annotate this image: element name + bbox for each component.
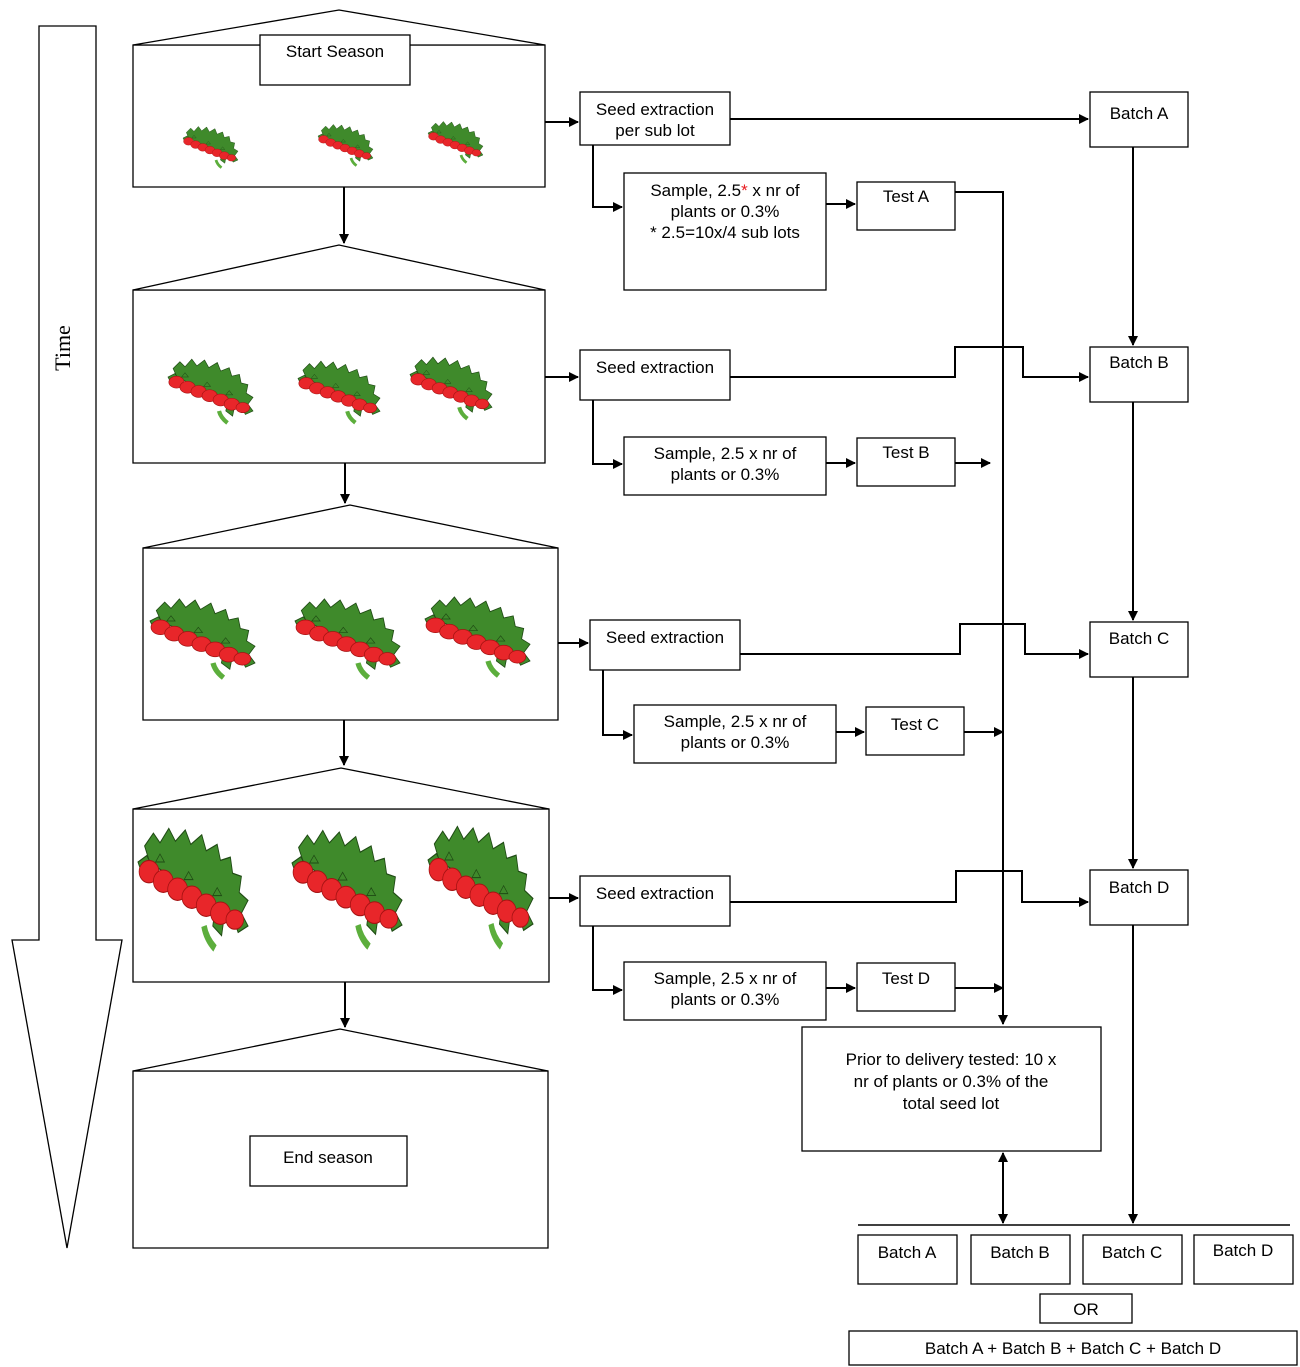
connector-arrow [592,926,623,995]
label: plants or 0.3% [681,733,790,752]
box [801,1026,1102,1152]
box [579,349,731,401]
test-a: Test A [856,181,956,231]
label: Test C [891,715,939,734]
sample-a: Sample, 2.5* x nr of plants or 0.3% * 2.… [623,172,827,291]
label: Test B [882,443,929,462]
label: plants or 0.3% [671,990,780,1009]
label: Test A [883,187,930,206]
seed-extraction-d: Seed extraction [579,875,731,927]
connector-arrow [730,346,1089,382]
test-b: Test B [856,437,956,487]
label: Sample, 2.5 x nr of [654,444,797,463]
sample-d: Sample, 2.5 x nr of plants or 0.3% [623,961,827,1021]
batch-c: Batch C [1089,621,1189,678]
label: Seed extraction [596,100,714,119]
box [1089,621,1189,678]
label: Batch A [1110,104,1169,123]
label: Seed extraction [596,884,714,903]
label: Batch C [1102,1243,1162,1262]
label: Batch B [1109,353,1169,372]
box [1089,869,1189,926]
label: Batch B [990,1243,1050,1262]
label: Sample, 2.5 x nr of [664,712,807,731]
box [1089,346,1189,403]
box [579,91,731,146]
seed-extraction-b: Seed extraction [579,349,731,401]
box [970,1234,1071,1285]
box [1193,1234,1294,1285]
stage-2 [132,244,546,464]
connector-arrow [730,870,1089,907]
end-season-box: End season [249,1135,408,1187]
connector-arrow [955,191,1008,1025]
seed-extraction-c: Seed extraction [589,619,741,671]
batch-d: Batch D [1089,869,1189,926]
batch-b: Batch B [1089,346,1189,403]
box [848,1330,1298,1366]
label: Batch A + Batch B + Batch C + Batch D [925,1339,1221,1358]
final-batch-b: Batch B [970,1234,1071,1285]
seed-extraction-a: Seed extraction per sub lot [579,91,731,146]
batch-a: Batch A [1089,91,1189,148]
box [1039,1293,1133,1324]
combined-batches-box: Batch A + Batch B + Batch C + Batch D [848,1330,1298,1366]
box [623,172,827,291]
box [856,181,956,231]
box [1089,91,1189,148]
label: OR [1073,1300,1099,1319]
test-c: Test C [865,706,965,756]
box [865,706,965,756]
test-d: Test D [856,962,956,1012]
final-batch-a: Batch A [857,1234,958,1285]
label: total seed lot [903,1094,1000,1113]
label: Test D [882,969,930,988]
box [633,704,837,764]
label: Batch A [878,1243,937,1262]
label: Seed extraction [596,358,714,377]
label: plants or 0.3% [671,465,780,484]
label: Sample, 2.5 x nr of [654,969,797,988]
box [249,1135,408,1187]
label: Batch C [1109,629,1169,648]
box [1082,1234,1183,1285]
box [589,619,741,671]
delivery-test-box: Prior to delivery tested: 10 x nr of pla… [801,1026,1102,1152]
start-season-label: Start Season [286,42,384,61]
label: Sample, 2.5* x nr of [650,181,800,200]
label: per sub lot [615,121,695,140]
label: * 2.5=10x/4 sub lots [650,223,800,242]
label: Seed extraction [606,628,724,647]
label: Batch D [1109,878,1169,897]
connector-arrow [592,145,623,212]
sample-b: Sample, 2.5 x nr of plants or 0.3% [623,436,827,496]
time-label: Time [50,325,75,371]
box [857,1234,958,1285]
final-batch-d: Batch D [1193,1234,1294,1285]
time-arrow [11,25,123,1249]
connector-arrow [602,670,633,740]
or-box: OR [1039,1293,1133,1324]
label: Prior to delivery tested: 10 x [846,1050,1057,1069]
label: plants or 0.3% [671,202,780,221]
sample-c: Sample, 2.5 x nr of plants or 0.3% [633,704,837,764]
box [579,875,731,927]
box [623,961,827,1021]
connector-arrow [740,623,1089,659]
box [623,436,827,496]
label: Batch D [1213,1241,1273,1260]
box [259,34,411,86]
final-batch-c: Batch C [1082,1234,1183,1285]
connector-arrow [592,400,623,469]
label: nr of plants or 0.3% of the [854,1072,1049,1091]
start-season-box: Start Season [259,34,411,86]
end-season-label: End season [283,1148,373,1167]
